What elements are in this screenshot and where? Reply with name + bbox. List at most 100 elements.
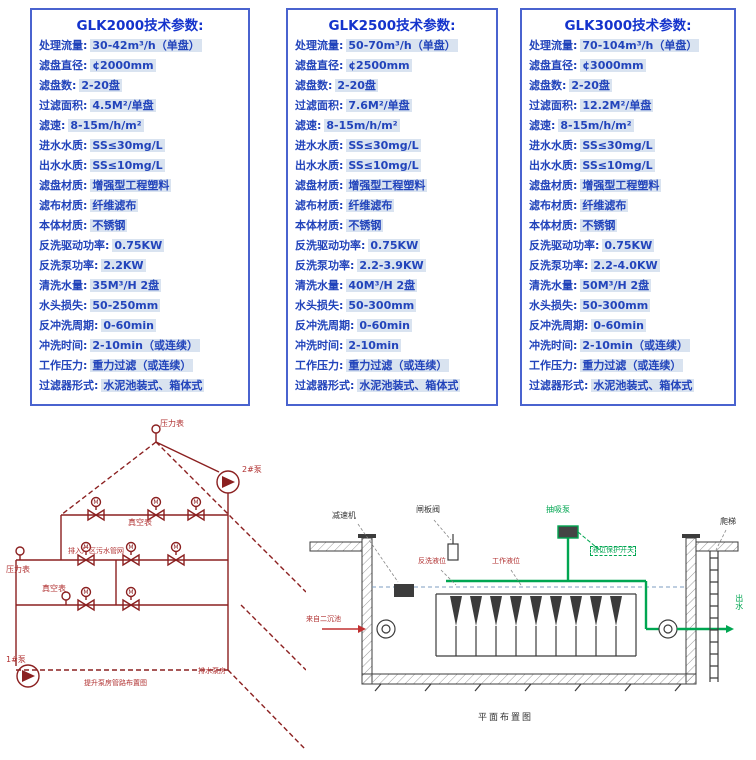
- spec-row-value: SS≤10mg/L: [346, 159, 421, 172]
- spec-row: 滤盘材质:增强型工程塑料: [529, 176, 731, 196]
- spec-row-label: 滤布材质:: [295, 199, 344, 212]
- diagram-caption: 排水泵房: [198, 667, 226, 675]
- svg-text:M: M: [83, 589, 88, 596]
- spec-row-value: 0-60min: [101, 319, 156, 332]
- spec-row-label: 进水水质:: [529, 139, 578, 152]
- spec-row-label: 滤盘数:: [529, 79, 567, 92]
- spec-row-value: 纤维滤布: [346, 199, 395, 212]
- spec-row-value: ¢3000mm: [580, 59, 646, 72]
- gate-valve-icon: [433, 519, 459, 561]
- spec-row: 过滤面积:12.2M²/单盘: [529, 96, 731, 116]
- spec-row-label: 过滤面积:: [39, 99, 88, 112]
- drain-note-label: 排入厂区污水管网: [68, 547, 124, 555]
- spec-row: 反冲洗周期:0-60min: [39, 316, 245, 336]
- spec-row-label: 本体材质:: [39, 219, 88, 232]
- spec-row-value: 2-20盘: [569, 79, 612, 92]
- spec-row-value: 12.2M²/单盘: [580, 99, 654, 112]
- spec-row: 滤盘直径:¢3000mm: [529, 56, 731, 76]
- spec-row-label: 水头损失:: [529, 299, 578, 312]
- motor-valve-icon: M: [87, 496, 105, 522]
- spec-row: 滤盘数:2-20盘: [529, 76, 731, 96]
- spec-row-value: 50-300mm: [346, 299, 417, 312]
- spec-row: 反洗泵功率:2.2-4.0KW: [529, 256, 731, 276]
- gate-valve-label: 闸板阀: [416, 505, 440, 514]
- spec-row-label: 处理流量:: [295, 39, 344, 52]
- panel-title: GLK2000技术参数:: [76, 18, 204, 34]
- spec-row: 水头损失:50-300mm: [529, 296, 731, 316]
- spec-row: 滤速:8-15m/h/m²: [39, 116, 245, 136]
- tank-walls: [309, 534, 739, 692]
- spec-row-value: 2-10min: [346, 339, 401, 352]
- spec-row-value: 50-300mm: [580, 299, 651, 312]
- vacuum-gauge-label: 真空表: [128, 518, 152, 527]
- spec-row-label: 处理流量:: [529, 39, 578, 52]
- spec-row-label: 进水水质:: [39, 139, 88, 152]
- piping-schematic-svg: M M M M M M M M: [15, 424, 307, 751]
- spec-row-value: 重力过滤（或连续）: [580, 359, 684, 372]
- spec-row: 过滤面积:4.5M²/单盘: [39, 96, 245, 116]
- spec-row-label: 水头损失:: [295, 299, 344, 312]
- spec-row-value: 水泥池装式、箱体式: [101, 379, 205, 392]
- svg-text:M: M: [128, 544, 133, 551]
- spec-row-value: 增强型工程塑料: [580, 179, 662, 192]
- spec-row-label: 清洗水量:: [529, 279, 578, 292]
- spec-row-label: 出水水质:: [529, 159, 578, 172]
- spec-row-label: 本体材质:: [295, 219, 344, 232]
- filter-tank-svg: [309, 519, 739, 692]
- spec-row: 处理流量:50-70m³/h（单盘）: [295, 36, 493, 56]
- spec-row-label: 工作压力:: [295, 359, 344, 372]
- piping-schematic-diagram: M M M M M M M M 压力表 真空表 排入厂区污水管网 压力表 真空表…: [6, 419, 307, 756]
- spec-row-value: SS≤30mg/L: [90, 139, 165, 152]
- spec-row-label: 反冲洗周期:: [295, 319, 355, 332]
- spec-row: 滤速:8-15m/h/m²: [295, 116, 493, 136]
- spec-row-label: 反洗泵功率:: [295, 259, 355, 272]
- spec-row-value: 不锈钢: [90, 219, 128, 232]
- motor-valve-icon: M: [77, 586, 95, 612]
- svg-text:M: M: [173, 544, 178, 551]
- spec-row-value: 2.2-3.9KW: [357, 259, 426, 272]
- motor-valve-icon: M: [147, 496, 165, 522]
- spec-row-value: 50-70m³/h（单盘）: [346, 39, 458, 52]
- spec-row-label: 反洗泵功率:: [39, 259, 99, 272]
- spec-row-label: 滤速:: [529, 119, 556, 132]
- vacuum-gauge-icon: [61, 591, 71, 605]
- working-level-label: 工作液位: [492, 557, 520, 565]
- spec-row-value: 7.6M²/单盘: [346, 99, 412, 112]
- backwash-level-label: 反洗液位: [418, 557, 446, 565]
- spec-row: 出水水质:SS≤10mg/L: [529, 156, 731, 176]
- spec-row-label: 反洗泵功率:: [529, 259, 589, 272]
- spec-row-value: ¢2500mm: [346, 59, 412, 72]
- spec-row: 滤盘直径:¢2500mm: [295, 56, 493, 76]
- filter-tank-section-diagram: 减速机 闸板阀 抽吸泵 爬梯 来自二沉池 反洗液位 工作液位 液位保护开关 出水…: [306, 494, 752, 742]
- spec-row: 滤盘材质:增强型工程塑料: [39, 176, 245, 196]
- panel-title: GLK2500技术参数:: [328, 18, 456, 34]
- spec-row-label: 反冲洗周期:: [529, 319, 589, 332]
- spec-row: 反冲洗周期:0-60min: [295, 316, 493, 336]
- spec-row: 过滤器形式:水泥池装式、箱体式: [39, 376, 245, 396]
- spec-row-value: 水泥池装式、箱体式: [357, 379, 461, 392]
- inlet-pipe-icon: [322, 619, 396, 639]
- spec-row-label: 水头损失:: [39, 299, 88, 312]
- gear-reducer-icon: [357, 523, 414, 597]
- spec-row: 滤盘数:2-20盘: [39, 76, 245, 96]
- spec-row: 清洗水量:50M³/H 2盘: [529, 276, 731, 296]
- spec-row: 出水水质:SS≤10mg/L: [295, 156, 493, 176]
- diagram-caption: 提升泵房管路布置图: [84, 679, 147, 687]
- spec-row: 冲洗时间:2-10min: [295, 336, 493, 356]
- spec-row: 工作压力:重力过滤（或连续）: [529, 356, 731, 376]
- spec-row-value: 40M³/H 2盘: [346, 279, 418, 292]
- spec-row: 工作压力:重力过滤（或连续）: [39, 356, 245, 376]
- spec-row-value: 水泥池装式、箱体式: [591, 379, 695, 392]
- spec-row-value: 0-60min: [591, 319, 646, 332]
- motor-valve-icon: M: [122, 586, 140, 612]
- spec-row-label: 本体材质:: [529, 219, 578, 232]
- spec-row-value: 增强型工程塑料: [90, 179, 172, 192]
- spec-row-label: 反洗驱动功率:: [529, 239, 600, 252]
- pump-icon: [216, 470, 240, 494]
- spec-row-value: 4.5M²/单盘: [90, 99, 156, 112]
- spec-row: 过滤面积:7.6M²/单盘: [295, 96, 493, 116]
- spec-row-value: 纤维滤布: [580, 199, 629, 212]
- svg-text:M: M: [83, 544, 88, 551]
- spec-row-label: 滤盘直径:: [39, 59, 88, 72]
